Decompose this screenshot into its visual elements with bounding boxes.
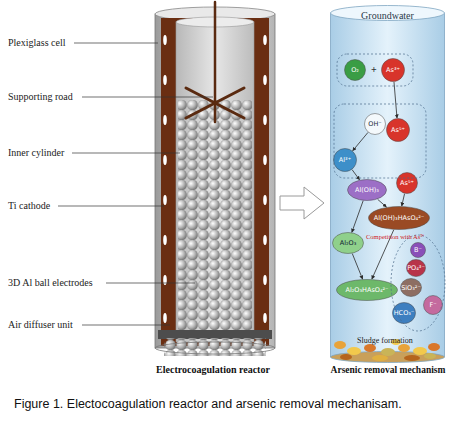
part-label: Supporting road	[8, 91, 73, 103]
reaction-arrow	[352, 201, 363, 233]
part-label: Inner cylinder	[8, 147, 64, 159]
panel-title: Arsenic removal mechanism	[331, 364, 446, 376]
species-circle: B⁻	[410, 242, 426, 258]
species-fill	[424, 296, 443, 315]
species-label: O₂	[344, 59, 366, 81]
species-fill	[348, 180, 387, 201]
species-label: F⁻	[423, 295, 443, 315]
air-diffuser	[155, 330, 275, 356]
species-label: As⁵⁺	[396, 172, 418, 194]
reaction-arrow	[394, 82, 397, 118]
species-circle: Al₂O₃	[332, 232, 364, 254]
part-label: 3D Al ball electrodes	[8, 277, 93, 289]
sludge-particle	[413, 347, 427, 355]
water-top	[331, 6, 445, 21]
species-fill	[401, 279, 422, 297]
part-label: Air diffuser unit	[8, 319, 73, 331]
species-circle: Al₂O₃HAsO₄²⁻	[336, 279, 398, 301]
dashed-group	[334, 104, 426, 178]
reaction-arrow	[353, 132, 368, 150]
species-label: Al(OH)₃	[347, 179, 387, 201]
species-circle: SiO₃²⁻	[400, 278, 422, 297]
groundwater-column: GroundwaterO₂As³⁺OH⁻As⁵⁺Al³⁺Al(OH)₃As⁵⁺A…	[330, 5, 445, 363]
sludge-particle	[381, 348, 395, 356]
reaction-arrow	[378, 199, 387, 207]
species-circle: PO₄³⁻	[406, 259, 426, 277]
species-label: Al₂O₃	[332, 232, 364, 254]
panel-title: Electrocoagulation reactor	[156, 364, 270, 376]
species-label: HCO₃⁻	[392, 302, 416, 324]
annotation: +	[371, 64, 377, 76]
species-fill	[369, 207, 430, 230]
reaction-arrow	[352, 170, 359, 180]
species-circle: As⁵⁺	[396, 172, 418, 194]
sludge-particle	[428, 343, 440, 351]
species-fill	[411, 243, 426, 258]
species-label: PO₄³⁻	[406, 259, 426, 277]
species-circle: As⁵⁺	[386, 118, 410, 142]
dashed-group	[391, 235, 445, 331]
species-label: Al(OH)₃HAsO₄²⁻	[368, 206, 430, 230]
species-fill	[382, 59, 405, 82]
species-circle: F⁻	[423, 295, 443, 315]
species-circle: Al(OH)₃HAsO₄²⁻	[368, 206, 430, 230]
annotation: Competition with As⁵⁺	[366, 231, 424, 243]
species-fill	[407, 260, 426, 277]
sludge-particle	[398, 344, 410, 352]
reaction-arrow	[402, 194, 405, 206]
species-fill	[333, 233, 364, 254]
species-label: Al₂O₃HAsO₄²⁻	[336, 279, 398, 301]
supporting-rod	[186, 2, 244, 122]
node-heading: Groundwater	[330, 10, 445, 21]
al-ball-electrodes	[178, 100, 252, 332]
dashed-group	[337, 54, 413, 86]
annotation: Sludge formation	[357, 335, 413, 347]
part-label: Ti cathode	[8, 200, 50, 212]
species-label: SiO₃²⁻	[400, 278, 422, 297]
species-label: Al³⁺	[333, 148, 357, 172]
sludge-particle	[340, 354, 352, 360]
sludge-particle	[424, 353, 436, 359]
sludge-particle	[404, 355, 420, 361]
species-label: As³⁺	[381, 58, 405, 82]
part-label: Plexiglass cell	[8, 37, 66, 49]
process-arrow	[280, 187, 324, 219]
species-label: OH⁻	[364, 113, 386, 135]
species-fill	[345, 60, 366, 81]
species-fill	[397, 173, 418, 194]
species-circle: As³⁺	[381, 58, 405, 82]
species-circle: HCO₃⁻	[392, 302, 416, 324]
sludge-particle	[334, 341, 346, 349]
species-fill	[365, 114, 386, 135]
species-fill	[334, 149, 357, 172]
species-circle: Al³⁺	[333, 148, 357, 172]
species-fill	[337, 280, 398, 301]
sludge-particle	[347, 347, 361, 355]
sludge-particle	[372, 355, 388, 361]
species-circle: OH⁻	[364, 113, 386, 135]
figure-caption: Figure 1. Electocoagulation reactor and …	[14, 396, 439, 412]
species-label: As⁵⁺	[386, 118, 410, 142]
species-circle: O₂	[344, 59, 366, 81]
reaction-arrow	[352, 254, 362, 280]
species-circle: Al(OH)₃	[347, 179, 387, 201]
species-fill	[387, 119, 410, 142]
species-label: B⁻	[410, 242, 426, 258]
species-fill	[393, 303, 416, 324]
sludge-particle	[364, 344, 376, 352]
water-body	[331, 13, 445, 357]
